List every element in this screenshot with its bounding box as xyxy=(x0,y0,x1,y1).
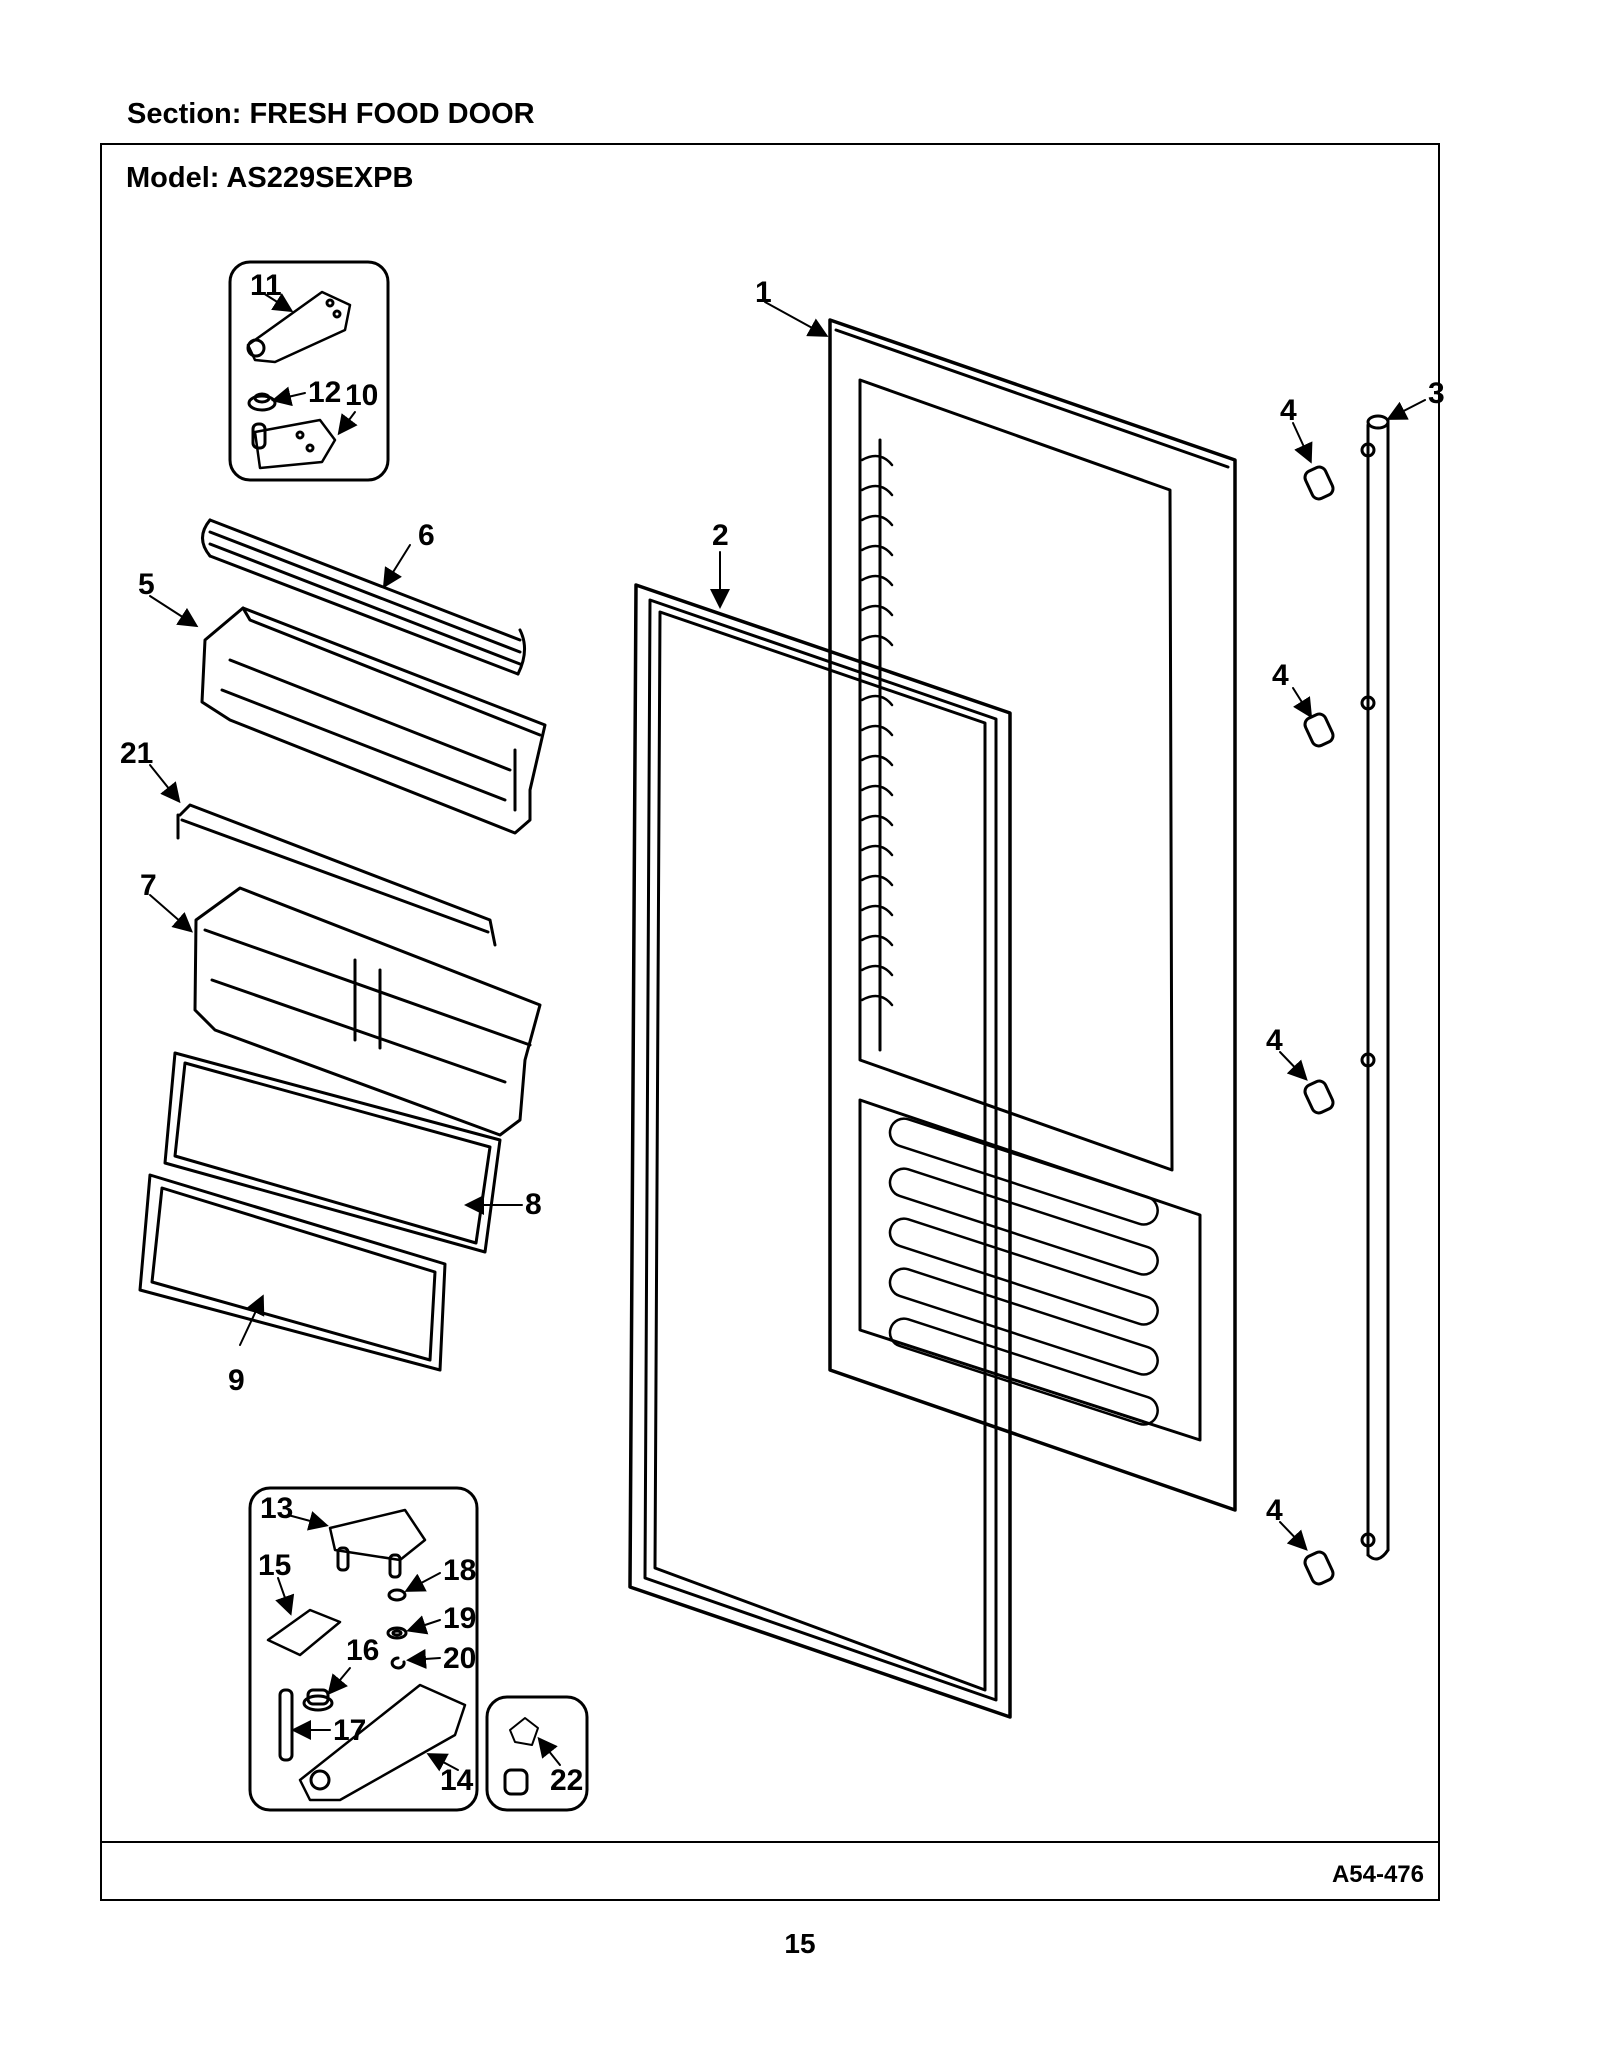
callout-14: 14 xyxy=(440,1764,474,1797)
door-bin-5 xyxy=(200,606,547,835)
door-bin-7 xyxy=(193,886,542,1137)
diagram-frame: A54-476 xyxy=(100,143,1440,1901)
door-liner-1 xyxy=(828,318,1237,1512)
frame-footer: A54-476 xyxy=(102,1841,1438,1899)
callout-10: 10 xyxy=(345,379,378,412)
lower-hinge-inset xyxy=(248,1486,479,1812)
callout-5: 5 xyxy=(138,568,155,601)
shelf-bar-6 xyxy=(201,518,526,676)
callout-2: 2 xyxy=(712,519,729,552)
section-title: Section: FRESH FOOD DOOR xyxy=(127,98,535,130)
part-22-inset xyxy=(485,1695,589,1812)
page-number: 15 xyxy=(784,1928,816,1959)
panel-8 xyxy=(163,1051,502,1254)
shelf-bar-21 xyxy=(176,803,497,947)
callout-16: 16 xyxy=(346,1634,379,1667)
callout-22: 22 xyxy=(550,1764,583,1797)
callout-18: 18 xyxy=(443,1554,476,1587)
top-hinge-inset xyxy=(228,260,390,482)
door-handle-3 xyxy=(1360,414,1390,1561)
callout-4d: 4 xyxy=(1266,1494,1283,1527)
callout-11: 11 xyxy=(250,269,282,302)
diagram-code: A54-476 xyxy=(1331,1861,1424,1888)
callout-20: 20 xyxy=(443,1642,476,1675)
callout-4a: 4 xyxy=(1280,394,1297,427)
shelf-stops-4 xyxy=(1303,465,1335,1586)
model-title: Model: AS229SEXPB xyxy=(126,162,414,194)
callout-6: 6 xyxy=(418,519,435,552)
panel-9 xyxy=(138,1173,447,1372)
callout-4b: 4 xyxy=(1272,659,1289,692)
callout-1: 1 xyxy=(755,276,772,309)
callout-4c: 4 xyxy=(1266,1024,1283,1057)
callout-12: 12 xyxy=(308,376,341,409)
callout-7: 7 xyxy=(140,869,157,902)
door-gasket-2 xyxy=(628,583,1012,1719)
callout-8: 8 xyxy=(525,1188,542,1221)
callout-9: 9 xyxy=(228,1364,245,1397)
callout-15: 15 xyxy=(258,1549,291,1582)
callout-21: 21 xyxy=(120,737,153,770)
callout-19: 19 xyxy=(443,1602,476,1635)
callout-17: 17 xyxy=(333,1714,366,1747)
callout-13: 13 xyxy=(260,1492,293,1525)
leader-arrows xyxy=(149,292,1426,1772)
callout-3: 3 xyxy=(1428,377,1445,410)
